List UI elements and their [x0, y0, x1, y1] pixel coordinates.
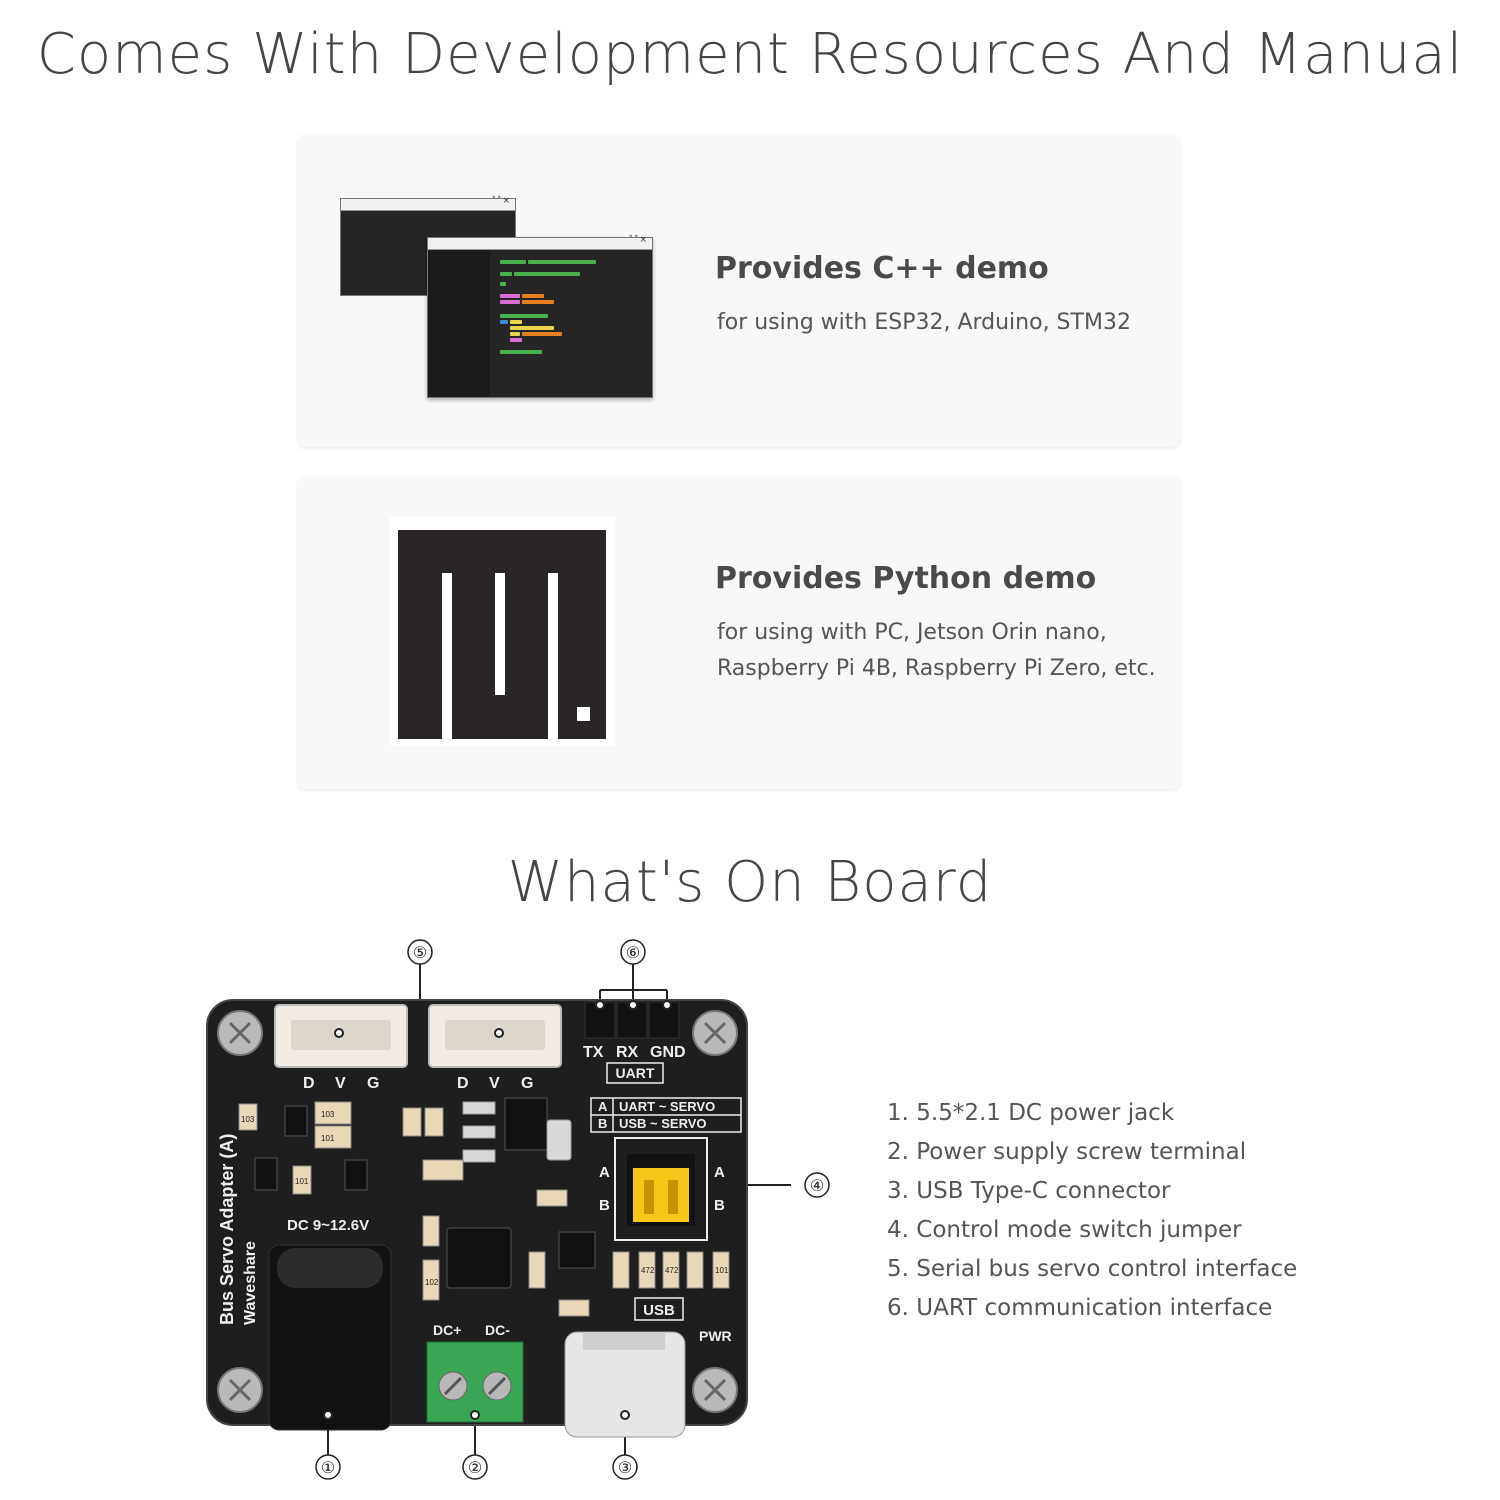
servo-pins-1: D [303, 1075, 315, 1092]
cpp-demo-description: for using with ESP32, Arduino, STM32 [717, 310, 1131, 335]
svg-text:Bus Servo Adapter (A): Bus Servo Adapter (A) [217, 1134, 237, 1325]
feature-item: 5. Serial bus servo control interface [887, 1256, 1298, 1282]
svg-text:G: G [367, 1075, 379, 1092]
python-demo-title: Provides Python demo [715, 561, 1097, 596]
python-demo-card: Provides Python demo for using with PC, … [298, 477, 1180, 789]
callout-1: ① [321, 1460, 335, 1477]
svg-text:D: D [457, 1075, 469, 1092]
section-title-resources: Comes With Development Resources And Man… [36, 22, 1464, 87]
feature-list: 1. 5.5*2.1 DC power jack 2. Power supply… [887, 1094, 1297, 1328]
python-demo-description: for using with PC, Jetson Orin nano, Ras… [717, 620, 1156, 681]
svg-text:V: V [489, 1075, 500, 1092]
svg-text:A: A [714, 1164, 725, 1181]
svg-text:101: 101 [321, 1134, 335, 1143]
svg-text:101: 101 [295, 1177, 309, 1186]
svg-text:UART: UART [616, 1065, 655, 1081]
feature-item: 3. USB Type-C connector [887, 1178, 1171, 1204]
svg-text:V: V [335, 1075, 346, 1092]
svg-text:USB: USB [643, 1302, 675, 1319]
svg-text:DC-: DC- [485, 1322, 510, 1338]
micropython-logo-icon [390, 517, 615, 746]
svg-text:G: G [521, 1075, 533, 1092]
callout-3: ③ [618, 1460, 632, 1477]
svg-text:TX: TX [583, 1044, 604, 1061]
svg-text:A: A [599, 1164, 610, 1181]
svg-text:USB ~ SERVO: USB ~ SERVO [619, 1116, 707, 1131]
window-controls: ˅˄× [628, 235, 648, 245]
svg-text:GND: GND [650, 1044, 686, 1061]
svg-text:PWR: PWR [699, 1328, 732, 1344]
feature-item: 2. Power supply screw terminal [887, 1139, 1247, 1165]
callout-2: ② [468, 1460, 482, 1477]
svg-text:103: 103 [241, 1115, 255, 1124]
feature-item: 6. UART communication interface [887, 1295, 1273, 1321]
svg-text:103: 103 [321, 1110, 335, 1119]
callout-5: ⑤ [413, 945, 427, 962]
svg-text:Waveshare: Waveshare [242, 1241, 259, 1325]
section-title-board: What's On Board [507, 850, 993, 915]
svg-text:B: B [599, 1197, 610, 1214]
svg-text:DC+: DC+ [433, 1322, 461, 1338]
feature-item: 4. Control mode switch jumper [887, 1217, 1242, 1243]
cpp-demo-title: Provides C++ demo [715, 251, 1049, 286]
cpp-demo-card: ˅˄× ˅˄× Provides C++ demo for using with… [298, 135, 1180, 447]
code-editor-icon: ˅˄× [427, 235, 653, 398]
svg-text:DC 9~12.6V: DC 9~12.6V [287, 1217, 369, 1234]
svg-text:B: B [714, 1197, 725, 1214]
callout-4: ④ [810, 1178, 824, 1195]
svg-text:102: 102 [425, 1278, 439, 1287]
svg-text:RX: RX [616, 1044, 639, 1061]
svg-text:UART ~ SERVO: UART ~ SERVO [619, 1099, 715, 1114]
svg-text:A: A [598, 1099, 608, 1114]
window-controls: ˅˄× [491, 196, 511, 206]
callout-6: ⑥ [626, 945, 640, 962]
svg-text:472: 472 [641, 1266, 655, 1275]
feature-item: 1. 5.5*2.1 DC power jack [887, 1100, 1175, 1126]
svg-text:472: 472 [665, 1266, 679, 1275]
svg-text:101: 101 [715, 1266, 729, 1275]
board-illustration: D V G D V G TX RX GND UART A B UART ~ SE… [195, 930, 845, 1490]
svg-text:B: B [598, 1116, 607, 1131]
